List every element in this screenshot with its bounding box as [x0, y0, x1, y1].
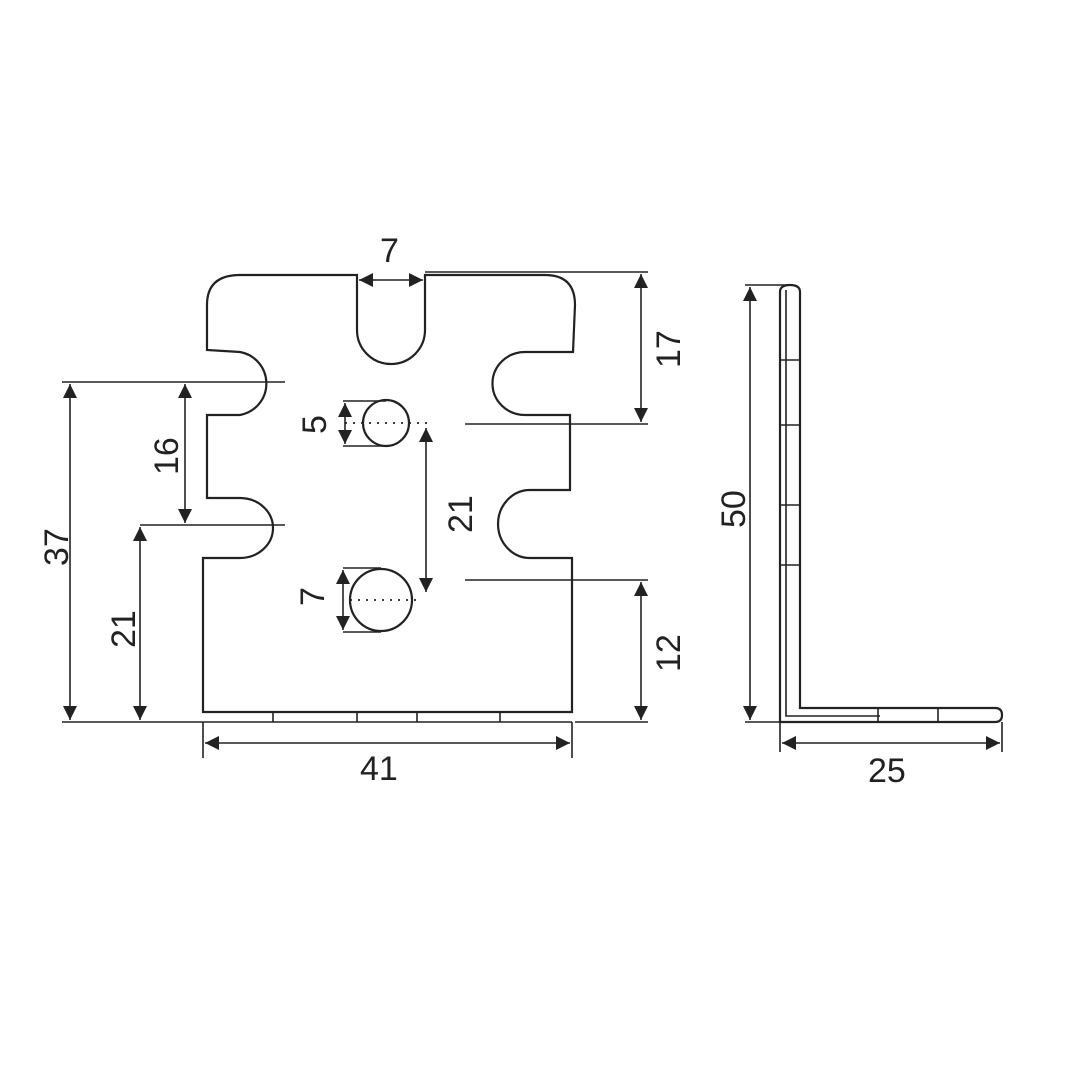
label-slot-width: 7 [380, 232, 399, 270]
label-bottom-to-hole: 12 [650, 634, 688, 672]
label-width: 41 [360, 750, 398, 788]
label-side-height: 50 [715, 490, 753, 528]
label-hole-spacing: 21 [442, 495, 480, 533]
bracket-front-outline [201, 273, 577, 714]
extension-lines [62, 271, 648, 758]
label-overall-left: 37 [38, 528, 76, 566]
bend-strip [203, 712, 572, 723]
side-strip-lines [745, 284, 1003, 752]
label-top-to-hole: 17 [650, 330, 688, 368]
bracket-side-outline [778, 283, 1004, 724]
label-notch-pitch: 16 [148, 437, 186, 475]
label-small-hole: 5 [296, 415, 334, 434]
label-large-hole: 7 [294, 587, 332, 606]
label-bottom-to-notch: 21 [105, 610, 143, 648]
label-side-leg: 25 [868, 752, 906, 790]
